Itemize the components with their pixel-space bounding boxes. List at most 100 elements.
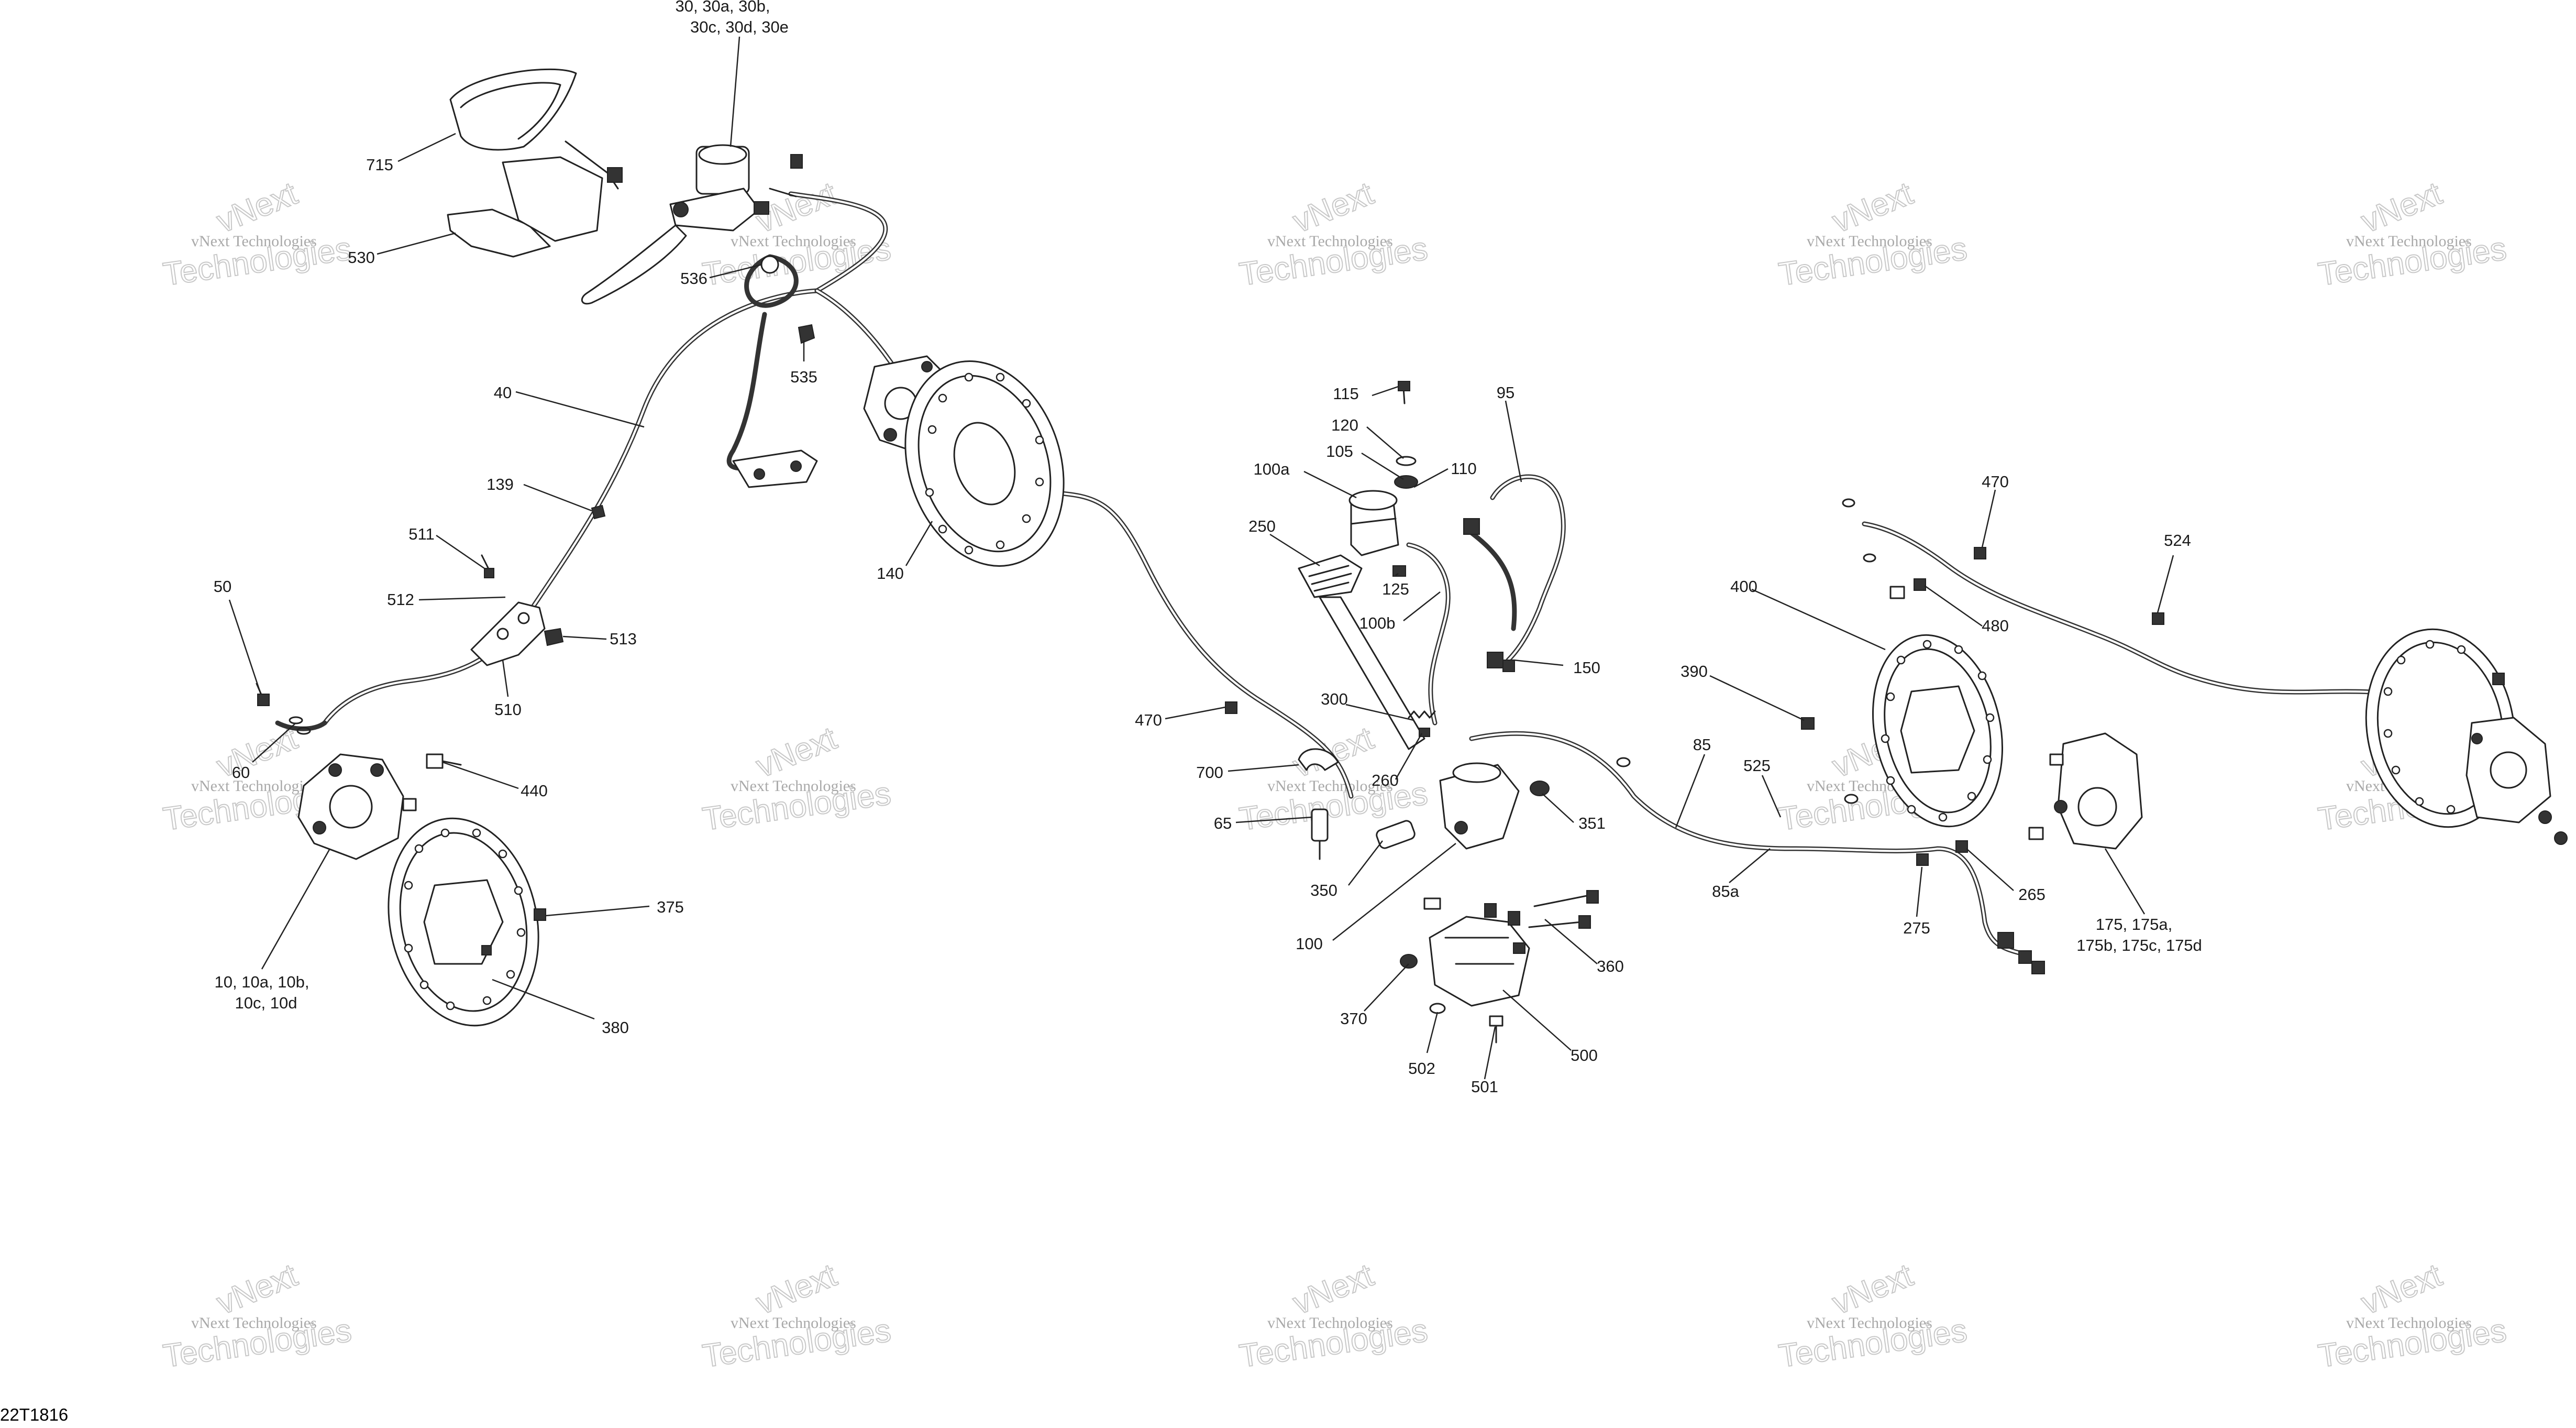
- cover-715: [449, 68, 577, 151]
- callout-380: 380: [602, 1018, 629, 1037]
- callout-175-line2: 175b, 175c, 175d: [2076, 936, 2202, 954]
- leader-501: [1484, 1026, 1496, 1080]
- bolt-440: [426, 753, 462, 769]
- callout-360: 360: [1597, 957, 1624, 975]
- watermark-text: vNext Technologies: [1807, 233, 1932, 250]
- fitting-rear-end: [1997, 932, 2045, 974]
- spring-300: [1408, 710, 1436, 719]
- callout-65: 65: [1214, 814, 1232, 832]
- watermark-text: vNext Technologies: [191, 777, 317, 795]
- washer-502: [1429, 1003, 1446, 1014]
- leader-500: [1502, 990, 1572, 1051]
- watermark-text: vNext: [212, 175, 302, 240]
- leader-375: [545, 905, 650, 917]
- cap-105: [1394, 475, 1418, 489]
- leader-513: [562, 635, 607, 640]
- watermark-text: vNext Technologies: [1807, 1314, 1932, 1332]
- leader-700: [1228, 764, 1299, 772]
- callout-265: 265: [2018, 885, 2046, 904]
- front-left-disc-380: [388, 817, 546, 1027]
- watermark-tile: vNext Technologies vNext Technologies: [1236, 175, 1430, 293]
- bolt-115: [1398, 381, 1410, 404]
- callout-10-line2: 10c, 10d: [235, 994, 297, 1012]
- callout-715: 715: [366, 156, 393, 174]
- leader-370: [1364, 963, 1409, 1012]
- callout-470a: 470: [1135, 711, 1162, 729]
- front-left-caliper-10: [297, 753, 404, 860]
- callout-100: 100: [1296, 935, 1323, 953]
- leader-265: [1966, 848, 2014, 891]
- callout-30-line1: 30, 30a, 30b,: [676, 0, 770, 15]
- callout-150: 150: [1573, 658, 1600, 677]
- clip-513: [544, 628, 564, 646]
- nut-370: [1400, 954, 1418, 969]
- callout-30-line2: 30c, 30d, 30e: [690, 18, 789, 36]
- leader-502: [1426, 1012, 1439, 1053]
- watermark-tile: vNext Technologies vNext Technologies: [2315, 175, 2509, 293]
- callout-536: 536: [680, 269, 707, 288]
- leader-40: [515, 391, 645, 428]
- disc-holes: [925, 372, 1044, 555]
- callout-100b: 100b: [1359, 614, 1396, 632]
- leader-390: [1709, 675, 1805, 721]
- fitting-265: [1955, 840, 1968, 853]
- callout-40: 40: [494, 383, 512, 402]
- disc-holes: [2383, 640, 2466, 814]
- clip-536: [760, 255, 779, 274]
- brake-pedal-250: [1298, 554, 1425, 750]
- leader-380: [492, 979, 595, 1020]
- o-rings: [1616, 498, 1876, 804]
- callout-525: 525: [1743, 756, 1771, 775]
- brake-line-85-inner: [1471, 732, 2022, 954]
- disc-holes: [404, 828, 526, 1010]
- leader-175: [2104, 848, 2146, 915]
- leader-530: [377, 232, 456, 255]
- callout-480: 480: [1982, 617, 2009, 635]
- fitting-95: [1463, 518, 1480, 535]
- leader-120: [1366, 426, 1404, 459]
- watermark-text: vNext Technologies: [2346, 1314, 2472, 1332]
- leader-360: [1544, 919, 1598, 964]
- leader-30: [729, 36, 740, 147]
- guard-530: [447, 140, 623, 258]
- leader-440: [442, 761, 519, 789]
- bolts-360: [1513, 890, 1599, 954]
- callout-440: 440: [521, 782, 548, 800]
- callout-500: 500: [1571, 1046, 1598, 1064]
- watermark-text: vNext: [751, 1257, 842, 1322]
- leader-150: [1513, 659, 1564, 666]
- watermark-text: vNext: [751, 720, 842, 785]
- callout-300: 300: [1321, 690, 1348, 708]
- callout-524: 524: [2164, 531, 2191, 550]
- watermark-tile: vNext Technologies vNext Technologies: [1236, 1257, 1430, 1375]
- callout-175-line1: 175, 175a,: [2096, 915, 2173, 933]
- callout-351: 351: [1578, 814, 1606, 832]
- clip-535: [798, 324, 815, 344]
- callout-390: 390: [1681, 662, 1708, 680]
- master-cylinder-100: [1439, 762, 1520, 850]
- leader-65: [1235, 816, 1312, 823]
- callout-260: 260: [1372, 771, 1399, 789]
- rear-right-caliper: [2466, 673, 2568, 845]
- bolt-caliper: [402, 798, 417, 811]
- watermark-tile: vNext Technologies vNext Technologies: [700, 720, 893, 838]
- leader-400: [1751, 588, 1886, 651]
- bushing-350: [1376, 820, 1416, 849]
- callout-535: 535: [790, 368, 817, 386]
- leader-60: [252, 722, 296, 763]
- leader-85a: [1729, 848, 1771, 883]
- callout-10-line1: 10, 10a, 10b,: [215, 973, 309, 991]
- callout-501: 501: [1471, 1078, 1498, 1096]
- leader-250: [1269, 533, 1320, 567]
- leader-512: [418, 596, 506, 601]
- brake-lines: [275, 191, 2464, 956]
- watermark-text: vNext Technologies: [2346, 233, 2472, 250]
- watermark-tile: vNext Technologies vNext Technologies: [1776, 175, 1970, 293]
- callout-275: 275: [1903, 919, 1930, 937]
- callout-140: 140: [877, 564, 904, 583]
- leader-115: [1372, 386, 1399, 397]
- leader-511: [436, 534, 485, 569]
- watermark-text: vNext Technologies: [1267, 777, 1393, 795]
- leader-105: [1361, 452, 1404, 480]
